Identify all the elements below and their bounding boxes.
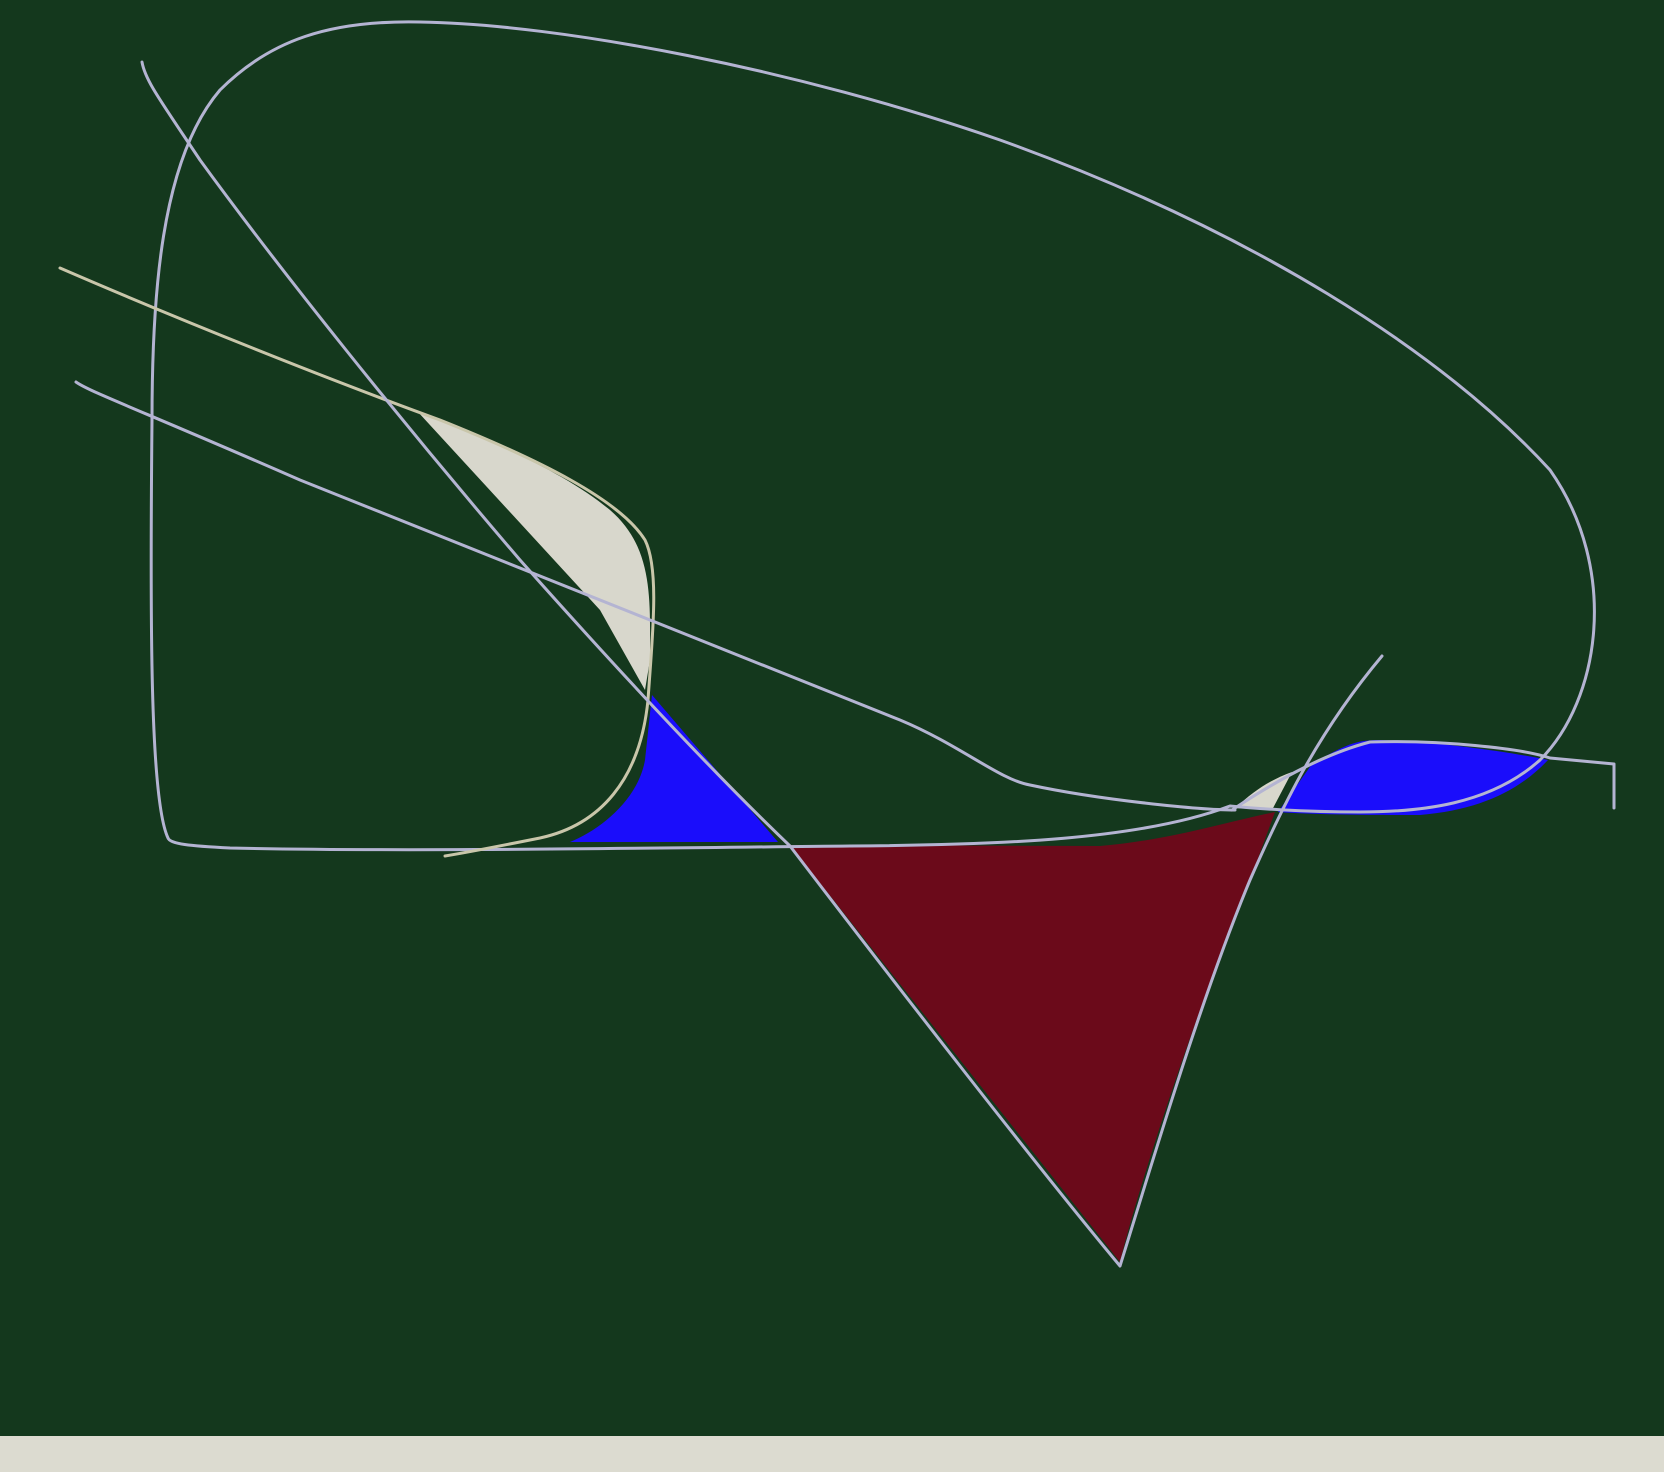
blue-filled-region-left bbox=[570, 695, 778, 842]
right-wing-outline bbox=[1230, 740, 1616, 812]
s-curve-outline bbox=[58, 266, 656, 858]
bottom-strip bbox=[0, 1436, 1664, 1472]
mid-horizontal-curve bbox=[74, 380, 1237, 812]
long-diagonal-line bbox=[140, 60, 1384, 1268]
cream-filled-region bbox=[418, 412, 651, 690]
large-loop-outline bbox=[149, 20, 1596, 852]
red-triangle-region bbox=[790, 812, 1275, 1262]
